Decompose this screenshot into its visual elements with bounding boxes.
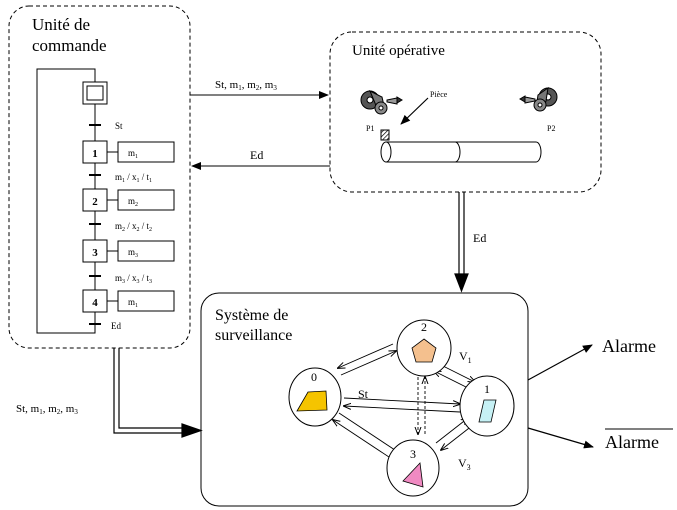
pentagon-icon [411,338,437,363]
action-2-label: m2 [128,196,138,208]
action-3-label: m3 [128,247,138,259]
piece-icon [380,129,390,141]
action-1-label: m1 [128,148,138,160]
piece-pointer [400,97,429,125]
action-box-3 [117,240,175,262]
signal-to-control-label: Ed [250,148,263,162]
arrow-alarm [527,344,593,381]
arrow-to-surveillance-ed [454,192,469,293]
robot-p2-label: P2 [547,124,555,133]
triangle-icon [402,462,424,488]
control-unit-title-line2: commande [32,36,107,55]
surveillance-title-line2: surveillance [215,327,292,344]
state-2-label: 2 [421,320,427,334]
action-4-label: m1 [128,297,138,309]
action-box-4 [117,290,175,312]
signal-to-operative-label: St, m1, m2, m3 [215,79,277,92]
transition-st-label: St [115,121,123,131]
step-1-number: 1 [92,148,98,160]
grafcet [36,68,175,334]
transition-2-label: m2 / x2 / t2 [115,221,152,233]
state-3-label: 3 [410,447,416,461]
signal-ed-surveillance-label: Ed [473,231,486,245]
state-transitions [333,343,475,462]
transition-1-label: m1 / x1 / t1 [115,172,152,184]
step-3-number: 3 [92,247,98,259]
robot-p1-label: P1 [366,124,374,133]
alarm-negated-label: Alarme [605,432,659,452]
step-2-number: 2 [92,196,98,208]
robot-p2-icon [519,86,558,112]
parallelogram-icon [478,399,497,423]
surveillance-title-line1: Système de [215,307,288,324]
action-box-2 [117,189,175,211]
signal-left-surveillance-label: St, m1, m2, m3 [16,403,78,416]
control-unit-title-line1: Unité de [32,15,90,34]
operative-unit-box [329,31,602,193]
surveillance-box [200,292,529,507]
alarm-label: Alarme [602,336,656,356]
state-1-label: 1 [484,382,490,396]
transition-ed-label: Ed [111,321,121,331]
conveyor-icon [380,141,542,163]
edge-label-v3: V3 [458,456,471,472]
arrow-alarm-negated [527,427,594,449]
trapezoid-icon [296,390,328,412]
piece-label: Pièce [430,90,448,99]
action-box-1 [117,141,175,163]
edge-label-v1: V1 [459,349,472,365]
state-0-label: 0 [311,370,317,384]
transition-3-label: m3 / x3 / t3 [115,273,152,285]
arrow-to-surveillance-left [113,348,203,438]
control-unit-box [8,5,191,349]
edge-label-st: St [358,387,369,401]
operative-unit-title: Unité opérative [352,43,445,59]
robot-p1-icon [360,89,403,115]
step-4-number: 4 [92,297,98,309]
state-3-node [386,439,440,497]
